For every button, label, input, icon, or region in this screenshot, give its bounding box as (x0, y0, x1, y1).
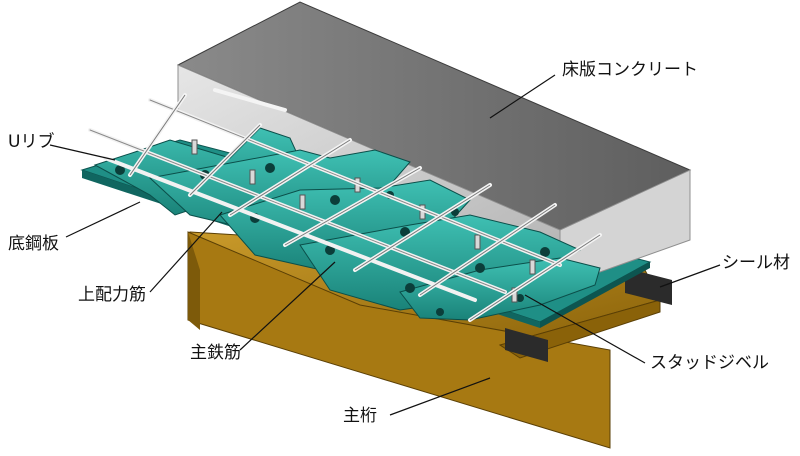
rebar-outlines (129, 94, 601, 321)
label-seal: シール材 (722, 253, 790, 273)
girder-web-face (188, 232, 200, 330)
seal-material (505, 268, 672, 362)
leader-seal (659, 264, 721, 288)
leader-u-rib (49, 144, 116, 161)
label-main-bar: 主鉄筋 (190, 343, 241, 363)
label-main-girder: 主桁 (343, 406, 377, 426)
leader-main-bar (239, 261, 336, 351)
leader-top-bar (149, 211, 223, 293)
seal-block-front (505, 328, 548, 362)
label-top-bar: 上配力筋 (78, 285, 146, 305)
label-deck-concrete: 床版コンクリート (562, 60, 698, 80)
label-u-rib: Uリブ (8, 132, 55, 152)
leader-stud (524, 294, 646, 364)
leader-deck-concrete (489, 74, 556, 119)
main-rebars (88, 98, 562, 302)
label-stud: スタッドジベル (650, 353, 769, 373)
leader-main-girder (389, 377, 491, 416)
bottom-plate-right-edge (540, 262, 650, 328)
leader-lines (49, 74, 721, 416)
label-bottom-plate: 底鋼板 (8, 234, 59, 254)
leader-bottom-plate (65, 201, 141, 238)
seal-block-right (625, 268, 672, 305)
